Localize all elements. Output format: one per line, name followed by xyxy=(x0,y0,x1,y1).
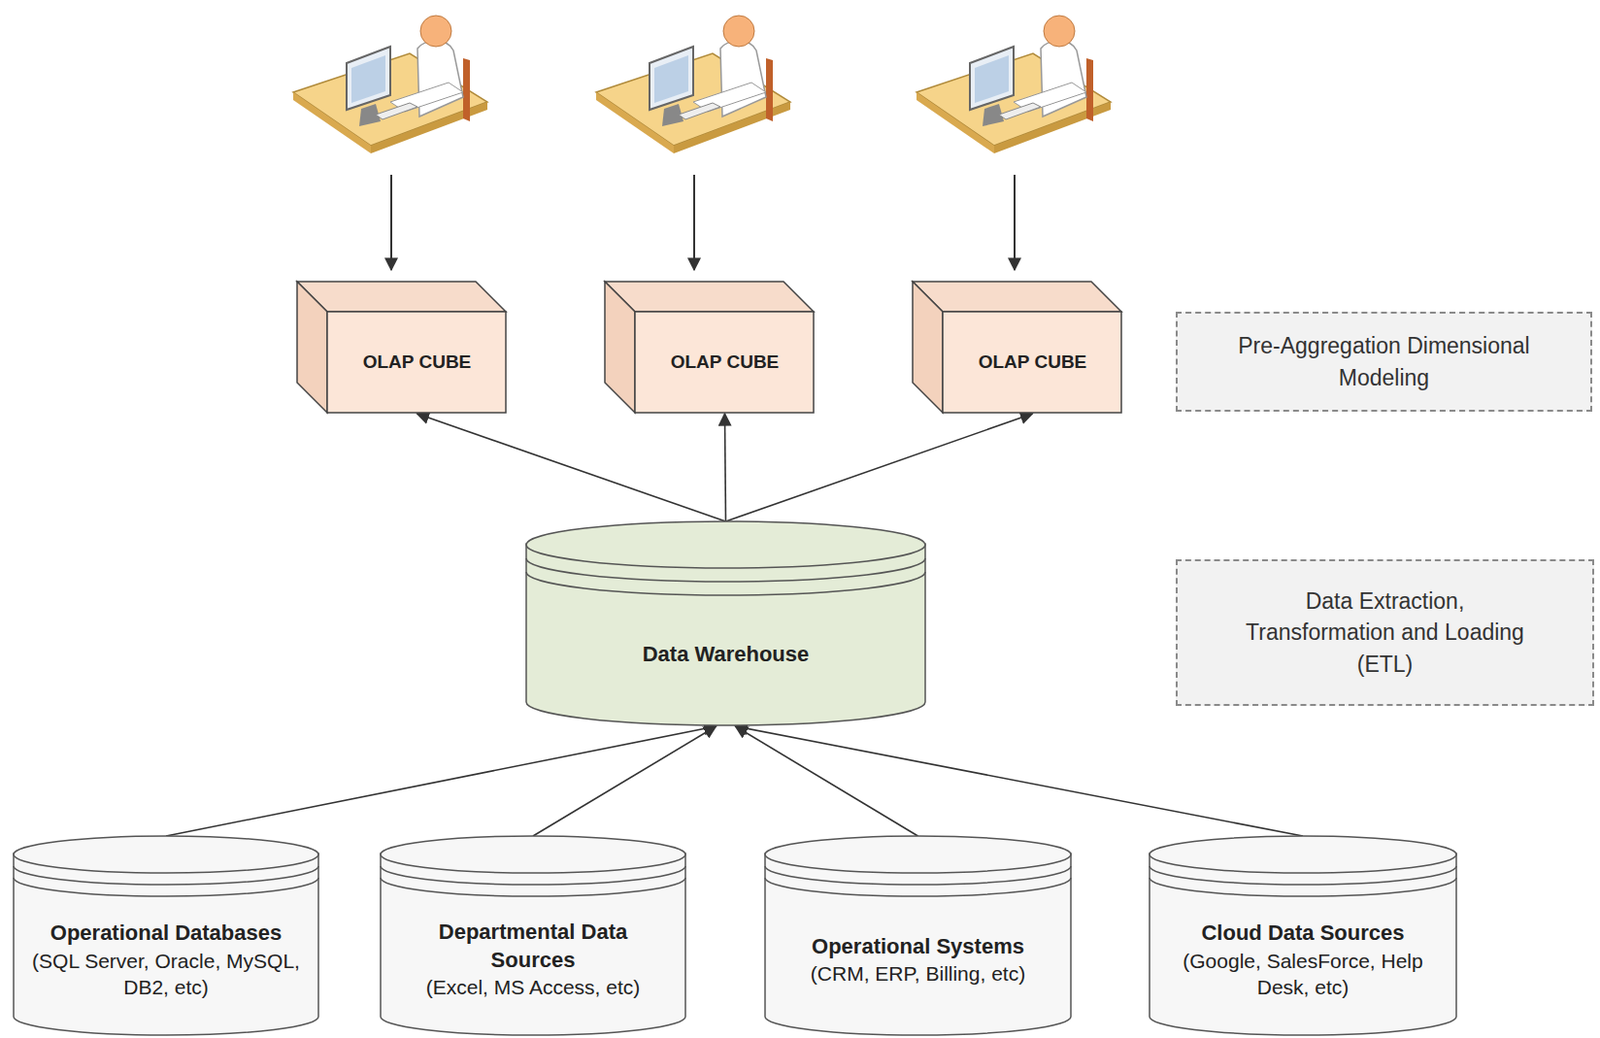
node-label: Operational Systems xyxy=(811,933,1025,962)
user-arrow xyxy=(390,174,393,270)
connector-arrow xyxy=(735,726,1304,836)
text-area: Cloud Data Sources(Google, SalesForce, H… xyxy=(1154,893,1452,1027)
user-icon xyxy=(596,15,791,154)
node-detail: (CRM, ERP, Billing, etc) xyxy=(810,960,1026,987)
dashed-note-box: Data Extraction, Transformation and Load… xyxy=(1175,559,1595,706)
user-arrow xyxy=(693,174,696,270)
cube-outline xyxy=(603,280,815,414)
cylinder-outline xyxy=(525,520,927,727)
text-area: OLAP CUBE xyxy=(942,311,1123,414)
olap-cube: OLAP CUBE xyxy=(911,280,1123,414)
connector-arrow xyxy=(417,413,727,522)
connector-arrow xyxy=(533,726,717,836)
text-area: Data Extraction, Transformation and Load… xyxy=(1181,563,1589,702)
node-detail: (Excel, MS Access, etc) xyxy=(426,973,641,1000)
text-area: Pre-Aggregation Dimensional Modeling xyxy=(1181,315,1587,408)
node-detail: (SQL Server, Oracle, MySQL, DB2, etc) xyxy=(25,947,307,1001)
connector-arrow xyxy=(735,726,919,836)
node-label: Data Extraction, Transformation and Load… xyxy=(1239,585,1532,680)
node-label: Pre-Aggregation Dimensional Modeling xyxy=(1224,330,1545,393)
data-source-cylinder: Operational Systems(CRM, ERP, Billing, e… xyxy=(764,834,1072,1036)
node-label: Departmental Data Sources xyxy=(421,918,645,974)
data-warehouse-cylinder: Data Warehouse xyxy=(525,520,927,727)
node-label: Cloud Data Sources xyxy=(1200,919,1404,948)
text-area: OLAP CUBE xyxy=(327,311,507,414)
node-label: Operational Databases xyxy=(50,919,282,948)
node-label: OLAP CUBE xyxy=(363,350,472,375)
cube-outline xyxy=(911,280,1123,414)
text-area: Departmental Data Sources(Excel, MS Acce… xyxy=(385,893,681,1027)
connector-arrow xyxy=(726,413,1034,522)
data-source-cylinder: Departmental Data Sources(Excel, MS Acce… xyxy=(379,834,687,1036)
olap-cube: OLAP CUBE xyxy=(296,280,507,414)
olap-cube: OLAP CUBE xyxy=(603,280,815,414)
node-label: Data Warehouse xyxy=(642,640,810,669)
data-source-cylinder: Cloud Data Sources(Google, SalesForce, H… xyxy=(1148,834,1458,1036)
text-area: Operational Systems(CRM, ERP, Billing, e… xyxy=(769,893,1067,1027)
cube-outline xyxy=(296,280,507,414)
text-area: Data Warehouse xyxy=(534,607,917,702)
user-icon xyxy=(916,15,1111,154)
text-area: Operational Databases(SQL Server, Oracle… xyxy=(18,893,314,1027)
node-label: OLAP CUBE xyxy=(978,350,1088,375)
dashed-note-box: Pre-Aggregation Dimensional Modeling xyxy=(1175,311,1593,412)
user-arrow xyxy=(1013,174,1016,270)
connector-arrow xyxy=(725,413,727,522)
node-detail: (Google, SalesForce, Help Desk, etc) xyxy=(1162,947,1444,1001)
connector-arrow xyxy=(166,726,717,836)
data-source-cylinder: Operational Databases(SQL Server, Oracle… xyxy=(12,834,320,1036)
text-area: OLAP CUBE xyxy=(634,311,815,414)
node-label: OLAP CUBE xyxy=(670,350,780,375)
user-icon xyxy=(293,15,488,154)
